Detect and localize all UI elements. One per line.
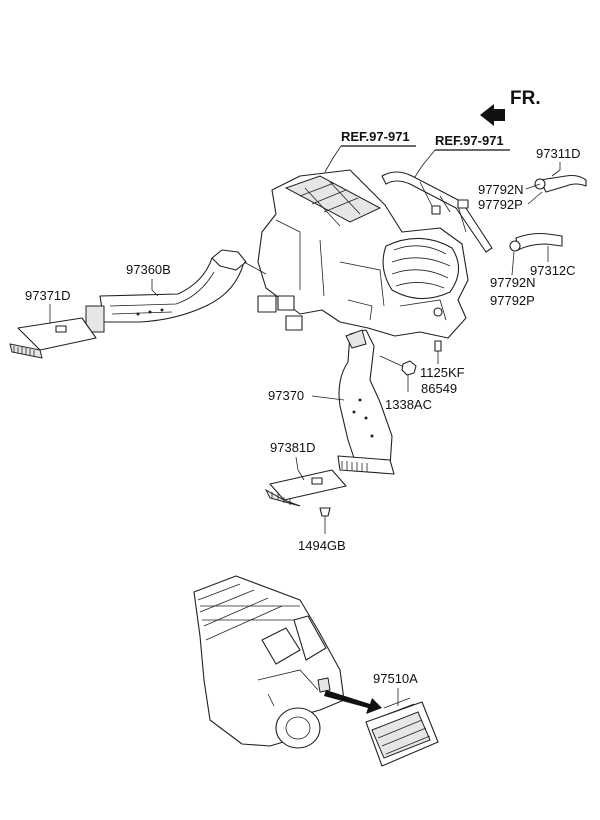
- callout-97792N-lower: 97792N: [490, 251, 536, 290]
- svg-text:97792N: 97792N: [478, 182, 524, 197]
- callout-97792P-upper: 97792P: [478, 191, 543, 212]
- center-duct-97370: [337, 329, 395, 475]
- callout-1125KF: 1125KF: [420, 365, 465, 380]
- svg-text:97360B: 97360B: [126, 262, 171, 277]
- svg-text:1338AC: 1338AC: [385, 397, 432, 412]
- hvac-unit-illustration: [257, 169, 469, 339]
- svg-text:97311D: 97311D: [536, 146, 581, 161]
- svg-text:REF.97-971: REF.97-971: [435, 133, 504, 148]
- vehicle-rear-illustration: [193, 575, 345, 749]
- reference-label-2: REF.97-971: [412, 133, 510, 181]
- callout-97792P-lower: 97792P: [490, 293, 535, 308]
- callout-97371D: 97371D: [25, 288, 71, 324]
- nut-1338AC: [379, 355, 417, 392]
- svg-text:97792P: 97792P: [490, 293, 535, 308]
- svg-text:1125KF: 1125KF: [420, 365, 465, 380]
- svg-text:97370: 97370: [268, 388, 304, 403]
- svg-text:1494GB: 1494GB: [298, 538, 346, 553]
- drain-hose-assembly: [381, 171, 587, 253]
- center-floor-vent-97381D: [264, 469, 347, 507]
- callout-97510A: 97510A: [373, 671, 418, 706]
- reference-label-1: REF.97-971: [324, 129, 416, 173]
- svg-text:97510A: 97510A: [373, 671, 418, 686]
- left-floor-vent-97371D: [9, 317, 97, 359]
- callout-1338AC: 1338AC: [385, 397, 432, 412]
- front-direction-arrow: FR.: [480, 88, 541, 126]
- front-direction-label: FR.: [510, 88, 541, 109]
- callout-97381D: 97381D: [270, 440, 316, 481]
- location-arrow: [324, 690, 382, 714]
- svg-text:REF.97-971: REF.97-971: [341, 129, 410, 144]
- callout-97370: 97370: [268, 388, 345, 403]
- svg-text:97312C: 97312C: [530, 263, 576, 278]
- svg-text:97381D: 97381D: [270, 440, 316, 455]
- callout-97311D: 97311D: [536, 146, 581, 177]
- rear-vent-97510A: [365, 697, 439, 767]
- svg-text:86549: 86549: [421, 381, 457, 396]
- bolt-1125KF: [434, 340, 442, 364]
- svg-text:97371D: 97371D: [25, 288, 71, 303]
- svg-text:97792P: 97792P: [478, 197, 523, 212]
- callout-1494GB: 1494GB: [298, 538, 346, 553]
- callout-97312C: 97312C: [530, 246, 576, 278]
- callout-86549: 86549: [421, 381, 457, 396]
- svg-text:97792N: 97792N: [490, 275, 536, 290]
- callout-97360B: 97360B: [126, 262, 171, 297]
- left-rear-duct-97360B: [85, 249, 267, 333]
- callout-97792N-upper: 97792N: [478, 182, 541, 197]
- clip-1494GB: [319, 507, 331, 534]
